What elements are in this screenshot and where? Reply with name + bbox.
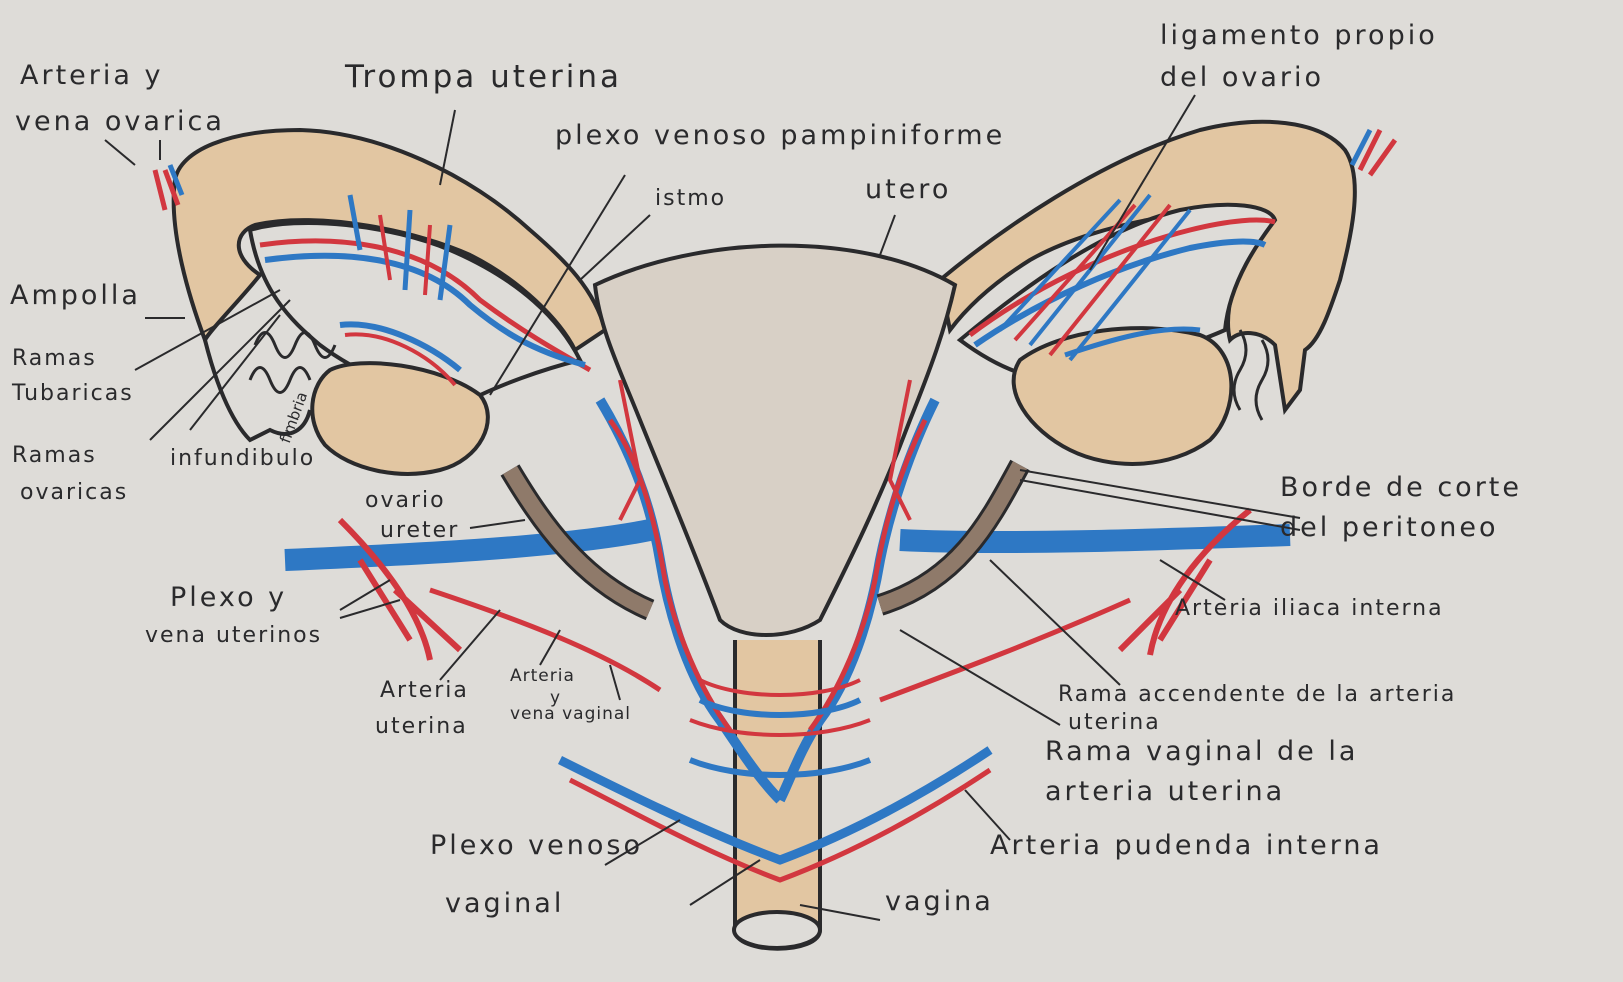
- label-ligamento-line2: del ovario: [1160, 64, 1324, 91]
- label-ramas-ovaricas-line1: Ramas: [12, 445, 97, 467]
- label-rama-vaginal-line1: Rama vaginal de la: [1045, 738, 1358, 765]
- label-infundibulo: infundibulo: [170, 448, 315, 470]
- label-borde-line1: Borde de corte: [1280, 474, 1522, 501]
- label-ureter: ureter: [380, 520, 459, 542]
- label-arteria-pudenda: Arteria pudenda interna: [990, 832, 1383, 859]
- label-rama-ascendente-line2: uterina: [1068, 712, 1161, 734]
- label-borde-line2: del peritoneo: [1280, 514, 1499, 541]
- label-rama-vaginal-line2: arteria uterina: [1045, 778, 1285, 805]
- label-arteria-vaginal-line3: vena vaginal: [510, 706, 631, 723]
- label-plexo-pampiniforme: plexo venoso pampiniforme: [555, 122, 1005, 149]
- label-ovario: ovario: [365, 490, 446, 512]
- label-arteria-vena-ovarica-line1: Arteria y: [20, 62, 163, 89]
- label-arteria-vena-ovarica-line2: vena ovarica: [15, 108, 225, 135]
- label-arteria-vaginal-line1: Arteria: [510, 668, 575, 685]
- label-ramas-tubaricas-line1: Ramas: [12, 348, 97, 370]
- label-arteria-uterina-line2: uterina: [375, 716, 468, 738]
- label-plexo-vaginal-line2: vaginal: [445, 890, 564, 917]
- label-trompa-uterina: Trompa uterina: [345, 62, 622, 93]
- label-utero: utero: [865, 176, 951, 203]
- label-arteria-uterina-line1: Arteria: [380, 680, 469, 702]
- right-uterine-tube: [940, 122, 1395, 464]
- label-plexo-vaginal-line1: Plexo venoso: [430, 832, 643, 859]
- label-arteria-iliaca: Arteria iliaca interna: [1175, 598, 1444, 620]
- label-ampolla: Ampolla: [10, 282, 141, 309]
- label-ligamento-line1: ligamento propio: [1160, 22, 1438, 49]
- uterus: [595, 246, 955, 635]
- label-plexo-uterinos-line2: vena uterinos: [145, 625, 322, 647]
- left-uterine-tube: [155, 130, 605, 474]
- label-vagina: vagina: [885, 888, 994, 915]
- label-istmo: istmo: [655, 188, 726, 210]
- label-ramas-ovaricas-line2: ovaricas: [20, 482, 128, 504]
- label-rama-ascendente-line1: Rama accendente de la arteria: [1058, 684, 1456, 706]
- label-plexo-uterinos-line1: Plexo y: [170, 584, 287, 611]
- label-ramas-tubaricas-line2: Tubaricas: [12, 383, 134, 405]
